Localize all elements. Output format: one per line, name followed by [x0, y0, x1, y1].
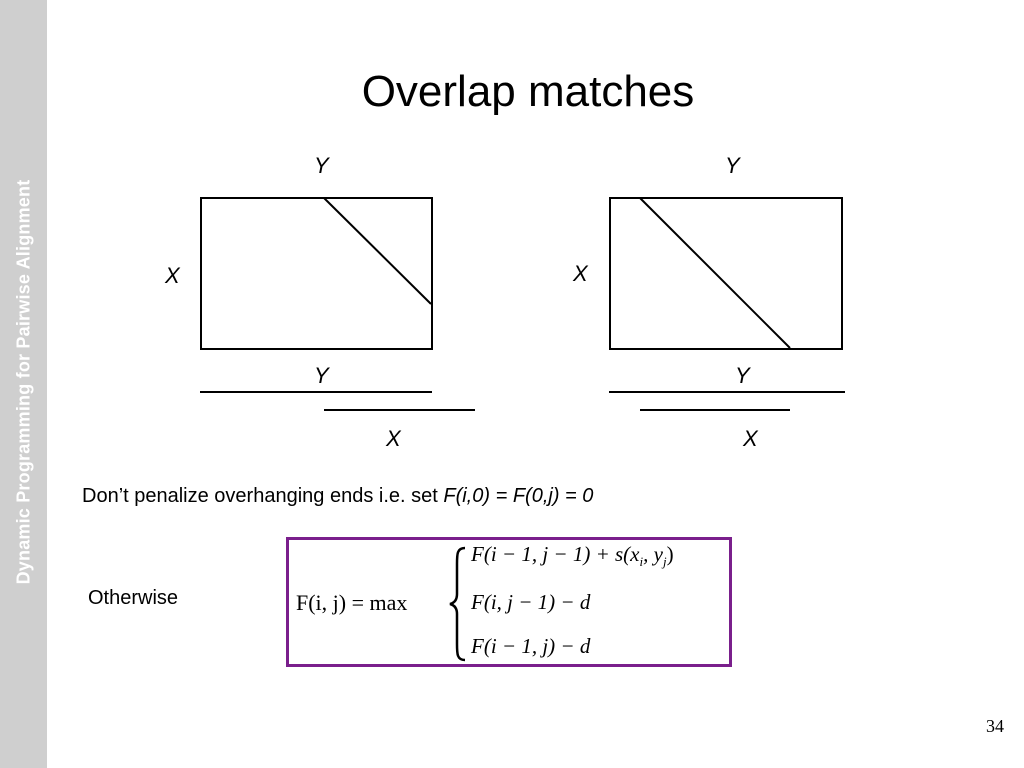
slide-title: Overlap matches [361, 67, 695, 116]
formula-case-match-end: ) [666, 542, 674, 566]
left-bottom-y-label: Y [314, 363, 329, 388]
formula-sub-i: i [639, 554, 644, 570]
formula-case-gap-x: F(i, j − 1) − d [471, 590, 590, 615]
right-bottom-y-label: Y [735, 363, 750, 388]
formula-case-match: F(i − 1, j − 1) + s(xi, yj) [471, 542, 674, 570]
recurrence-formula-box: F(i, j) = max F(i − 1, j − 1) + s(xi, yj… [286, 537, 732, 667]
right-top-y-label: Y [725, 153, 740, 178]
left-top-y-label: Y [314, 153, 329, 178]
overhang-note-text: Don’t penalize overhanging ends i.e. set [82, 485, 444, 507]
sidebar-title: Dynamic Programming for Pairwise Alignme… [13, 179, 34, 585]
formula-case-match-mid: , y [643, 542, 663, 566]
left-x-sequence-line [324, 409, 475, 411]
formula-lhs: F(i, j) = max [296, 590, 408, 615]
left-alignment-matrix [200, 197, 433, 350]
formula-case-gap-y: F(i − 1, j) − d [471, 634, 590, 659]
page-number: 34 [986, 716, 1004, 736]
formula-case-gap-x-text: F(i, j − 1) − d [471, 590, 591, 614]
formula-sub-j: j [662, 554, 667, 570]
right-alignment-matrix [609, 197, 843, 350]
left-side-x-label: X [165, 263, 180, 288]
left-bottom-x-label: X [386, 426, 401, 451]
right-x-sequence-line [640, 409, 790, 411]
right-side-x-label: X [573, 261, 588, 286]
right-bottom-x-label: X [743, 426, 758, 451]
otherwise-label: Otherwise [88, 587, 179, 609]
overhang-note: Don’t penalize overhanging ends i.e. set… [82, 484, 593, 508]
overhang-note-formula: F(i,0) = F(0,j) = 0 [443, 485, 594, 507]
formula-case-gap-y-text: F(i − 1, j) − d [471, 634, 591, 658]
sidebar: Dynamic Programming for Pairwise Alignme… [0, 0, 47, 768]
left-y-sequence-line [200, 391, 432, 393]
left-brace-icon [449, 546, 466, 662]
right-y-sequence-line [609, 391, 845, 393]
formula-case-match-main: F(i − 1, j − 1) + s(x [471, 542, 640, 566]
